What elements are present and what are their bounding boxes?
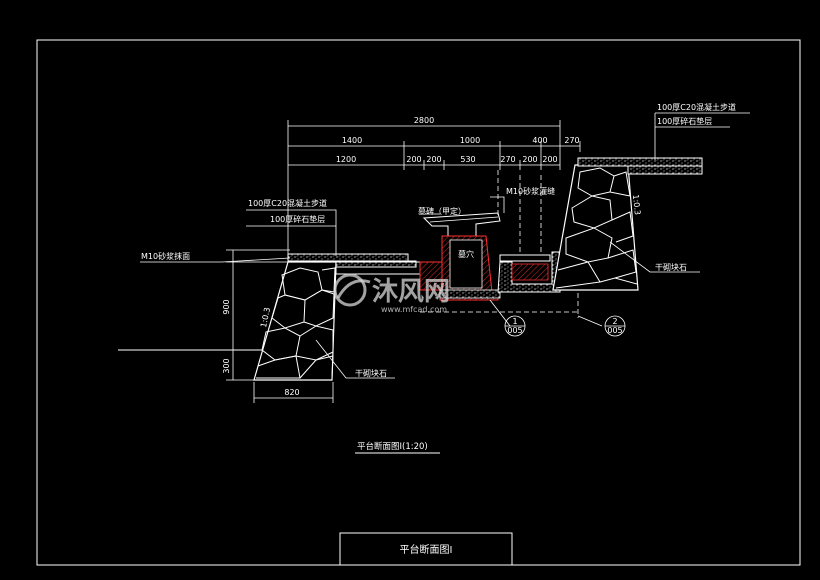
svg-text:005: 005 (607, 326, 622, 335)
label-right-walkway: 100厚C20混凝土步道 (657, 102, 736, 112)
grave-pit (419, 235, 501, 301)
watermark-logo-swoosh (336, 279, 371, 299)
reference-lines (420, 170, 579, 318)
svg-text:005: 005 (507, 326, 522, 335)
svg-text:2: 2 (612, 317, 617, 326)
label-dry-stone-left: 干砌块石 (355, 368, 387, 378)
detail-ref-2: 2 005 (604, 315, 626, 337)
dim-overall: 2800 (414, 116, 434, 125)
title-block-label: 平台断面图Ⅰ (400, 543, 453, 556)
dim-300: 300 (222, 358, 231, 373)
dim-200-b: 200 (426, 155, 441, 164)
right-gravel-layer (627, 165, 703, 175)
right-retaining-wall (552, 164, 639, 291)
dim-1400: 1400 (342, 136, 362, 145)
watermark-url: www.mfcad.com (381, 305, 447, 314)
dim-1000: 1000 (460, 136, 480, 145)
dim-530: 530 (460, 155, 475, 164)
left-dimensions (226, 249, 290, 381)
label-tombstone: 墓碑（甲定） (418, 206, 466, 216)
left-retaining-wall (253, 261, 337, 381)
dim-200-c: 200 (522, 155, 537, 164)
slope-left: 1:0.3 (259, 307, 272, 329)
dim-270-top: 270 (564, 136, 579, 145)
label-right-gravel: 100厚碎石垫层 (657, 116, 712, 126)
label-dry-stone-right: 干砌块石 (655, 262, 687, 272)
section-caption: 平台断面图Ⅰ(1:20) (357, 441, 428, 452)
label-left-gravel: 100厚碎石垫层 (270, 214, 325, 224)
leader-lines (140, 112, 750, 379)
watermark-brand: 沐风网 (372, 277, 450, 307)
top-dimensions (287, 120, 581, 255)
svg-text:1: 1 (512, 317, 517, 326)
middle-walkway (497, 251, 561, 293)
dim-1200: 1200 (336, 155, 356, 164)
dim-820: 820 (284, 388, 299, 397)
label-grave-pit: 墓穴 (458, 249, 474, 259)
dim-900: 900 (222, 299, 231, 314)
dim-270-mid: 270 (500, 155, 515, 164)
dim-200-d: 200 (542, 155, 557, 164)
label-mortar-joint: M10砂浆灌缝 (506, 186, 555, 196)
dim-400: 400 (532, 136, 547, 145)
label-mortar-face: M10砂浆抹面 (141, 251, 190, 261)
detail-ref-1: 1 005 (504, 315, 526, 337)
dim-200-a: 200 (406, 155, 421, 164)
left-walkway-concrete (287, 253, 409, 262)
label-left-walkway: 100厚C20混凝土步道 (248, 198, 327, 208)
watermark: 沐风网 www.mfcad.com (333, 273, 450, 314)
base-dimension (253, 382, 334, 403)
right-walkway-concrete (577, 157, 703, 167)
slope-right: 1:0.3 (631, 194, 642, 215)
watermark-logo-icon (333, 273, 367, 307)
tombstone (422, 212, 501, 237)
title-block (339, 532, 513, 566)
